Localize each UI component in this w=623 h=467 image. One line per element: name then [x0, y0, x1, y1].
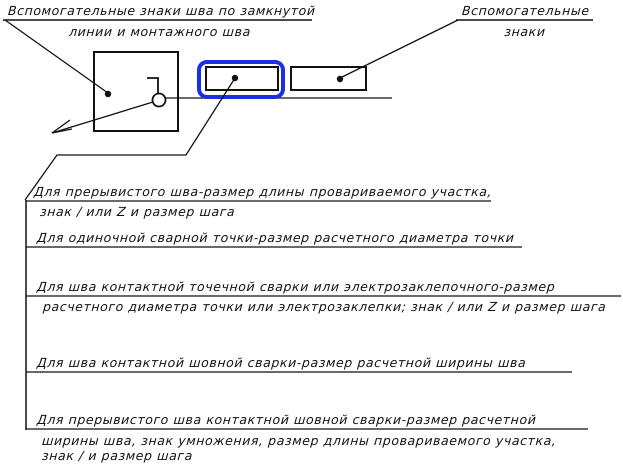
weld-symbol-square	[93, 51, 179, 132]
note-2-line1: Для одиночной сварной точки-размер расче…	[36, 230, 516, 245]
note-4-line1: Для шва контактной шовной сварки-размер …	[36, 355, 527, 370]
leader-closed-signs	[4, 19, 109, 94]
leader-auxiliary-signs	[339, 19, 459, 79]
highlight-frame[interactable]	[197, 60, 285, 99]
note-1-line1: Для прерывистого шва-размер длины провар…	[33, 184, 493, 199]
note-5-line1: Для прерывистого шва контактной шовной с…	[36, 412, 538, 427]
arrow-leader	[51, 101, 154, 134]
note-3-line2: расчетного диаметра точки или электрозак…	[42, 299, 607, 314]
note-3-line1: Для шва контактной точечной сварки или э…	[36, 279, 556, 294]
auxiliary-box-dot	[336, 75, 344, 83]
flag-icon	[147, 77, 159, 94]
notes-leader	[24, 77, 236, 201]
closed-line-dot	[104, 90, 112, 98]
note-5-line2: ширины шва, знак умножения, размер длины…	[41, 433, 558, 448]
auxiliary-signs-box	[290, 66, 367, 91]
arrow-head-icon	[51, 119, 73, 134]
dimension-box[interactable]	[205, 66, 279, 91]
note-5-line3: знак / и размер шага	[41, 448, 194, 463]
callout-closed-line1: Вспомогательные знаки шва по замкнутой	[7, 3, 317, 18]
mounting-weld-circle-icon	[151, 92, 167, 108]
callout-auxiliary-line1: Вспомогательные	[461, 3, 591, 18]
callout-closed-line2: линии и монтажного шва	[68, 24, 252, 39]
callout-auxiliary-line2: знаки	[503, 24, 547, 39]
note-1-line2: знак / или Z и размер шага	[39, 204, 236, 219]
